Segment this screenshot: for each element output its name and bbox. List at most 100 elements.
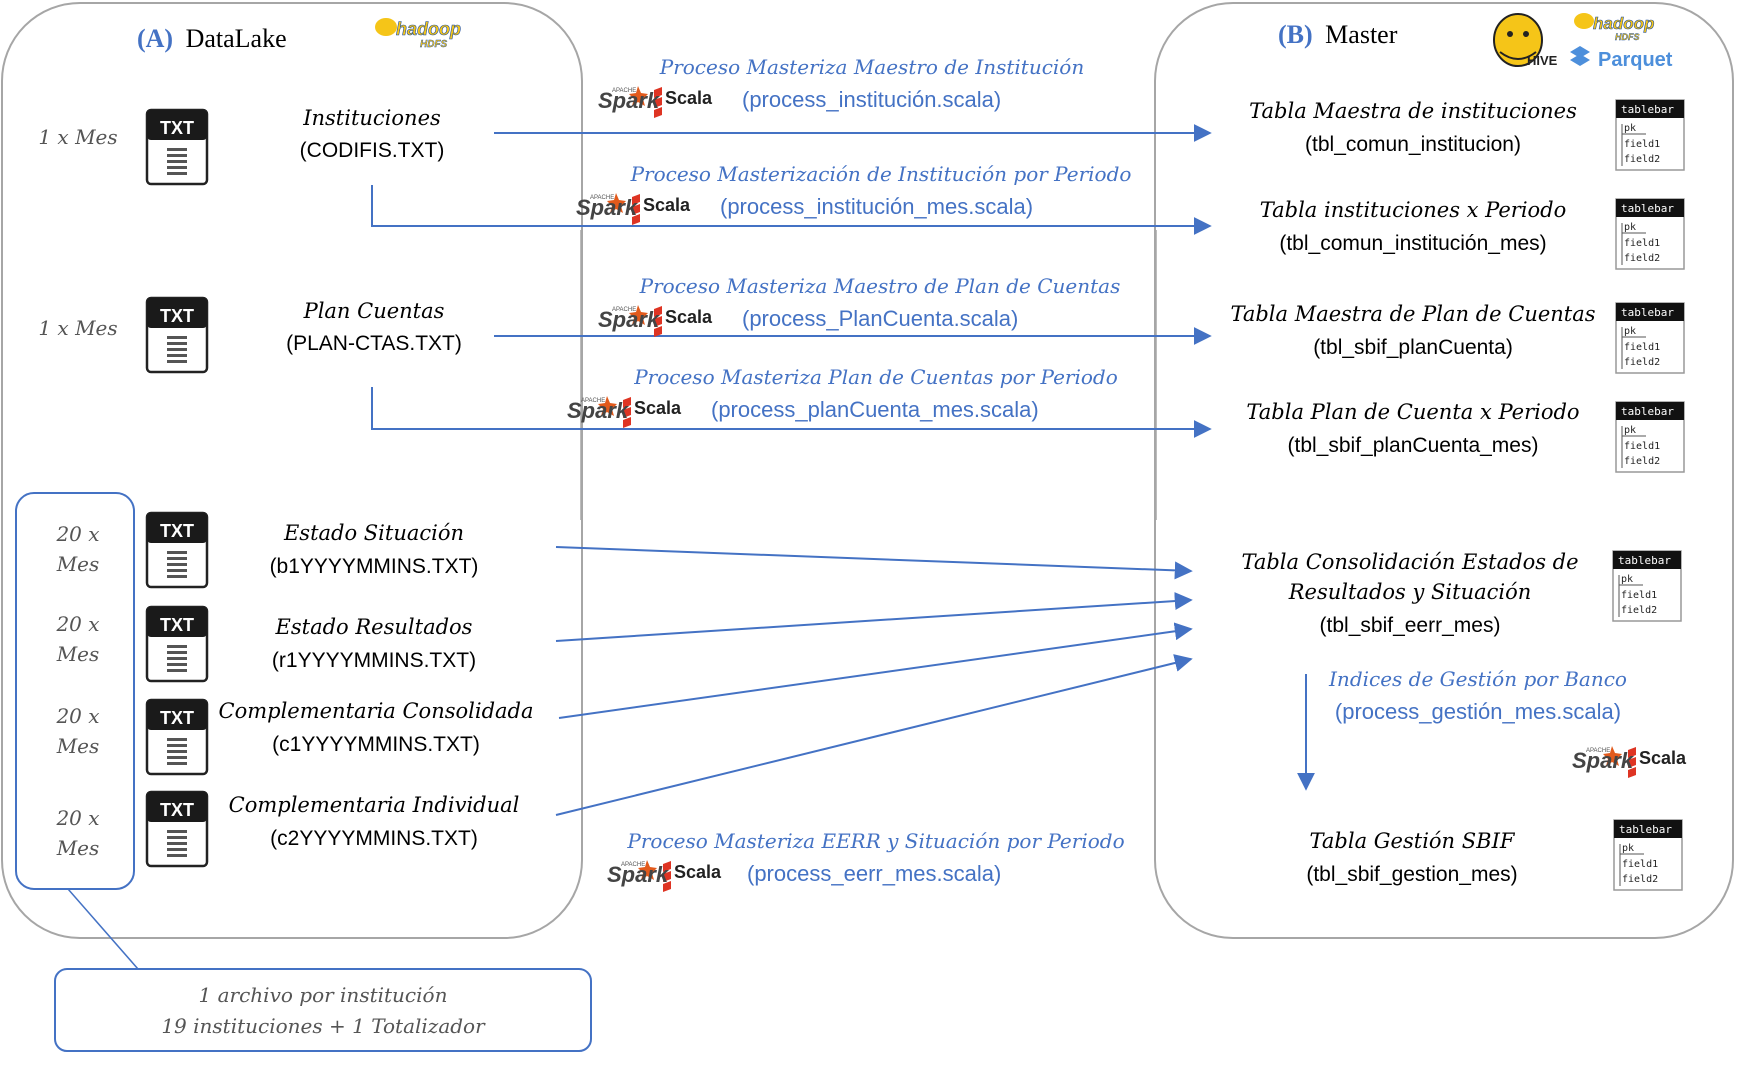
- arrow-complementaria-consolidada: [558, 622, 1193, 719]
- process-label: Proceso Masteriza EERR y Situación por P…: [607, 829, 1125, 892]
- master-name: Master: [1325, 20, 1398, 49]
- table-icon-header: tablebar: [1621, 306, 1674, 319]
- source-name: Instituciones: [302, 106, 441, 130]
- txt-icon-label: TXT: [160, 118, 194, 138]
- table-name: (tbl_comun_institucion): [1305, 133, 1521, 156]
- table-icon-header: tablebar: [1621, 103, 1674, 116]
- apache-text: APACHE: [612, 307, 636, 313]
- table-icon-field1: field1: [1624, 342, 1660, 353]
- process-script: (process_PlanCuenta.scala): [742, 306, 1018, 331]
- txt-icon-label: TXT: [160, 800, 194, 820]
- source-name: Complementaria Consolidada: [219, 699, 534, 723]
- source-row: 1 x Mes TXT Plan Cuentas (PLAN-CTAS.TXT): [38, 296, 462, 374]
- source-name: Estado Situación: [283, 521, 464, 545]
- process-title: Proceso Masteriza EERR y Situación por P…: [626, 829, 1124, 853]
- table-icon-pk: pk: [1622, 843, 1634, 854]
- table-icon: tablebar pk field1 field2: [1615, 401, 1685, 473]
- process-title: Proceso Masteriza Maestro de Institución: [659, 55, 1084, 79]
- frequency-label: Mes: [56, 734, 100, 758]
- scala-text: Scala: [665, 307, 713, 327]
- arrow-complementaria-individual: [555, 654, 1193, 816]
- source-row: 20 x Mes TXT Complementaria Individual (…: [55, 790, 520, 868]
- spark-text: Spark: [607, 862, 670, 887]
- process-script: (process_planCuenta_mes.scala): [711, 397, 1039, 422]
- table-icon-field2: field2: [1624, 357, 1660, 368]
- frequency-label: Mes: [56, 836, 100, 860]
- datalake-panel: [1, 2, 583, 939]
- spark-scala-logo: APACHE Spark Scala: [567, 396, 682, 428]
- note-line-1: 1 archivo por institución: [199, 983, 448, 1007]
- txt-icon-label: TXT: [160, 615, 194, 635]
- process-label: Proceso Masteriza Maestro de Institución…: [598, 55, 1084, 118]
- arrow-plan-cuentas-mes: [371, 387, 1212, 438]
- scala-text: Scala: [674, 862, 722, 882]
- note-box: [54, 968, 592, 1052]
- master-table: Tabla Maestra de instituciones (tbl_comu…: [1249, 99, 1685, 171]
- frequency-label: Mes: [56, 642, 100, 666]
- master-panel: [1154, 2, 1734, 939]
- master-table: Tabla Consolidación Estados de Resultado…: [1241, 550, 1682, 637]
- table-icon-header: tablebar: [1619, 823, 1672, 836]
- frequency-label: 20 x: [55, 522, 99, 546]
- datalake-letter: (A): [137, 24, 173, 53]
- table-icon-field1: field1: [1621, 590, 1657, 601]
- apache-text: APACHE: [621, 862, 645, 868]
- frequency-label: 20 x: [55, 704, 99, 728]
- frequency-label: Mes: [56, 552, 100, 576]
- table-icon-pk: pk: [1621, 574, 1633, 585]
- spark-scala-logo: APACHE Spark Scala: [576, 193, 691, 225]
- master-title: (B) Master: [1278, 20, 1398, 49]
- table-icon: tablebar pk field1 field2: [1615, 302, 1685, 374]
- flow-arrows: [371, 124, 1315, 816]
- process-label: Indices de Gestión por Banco (process_ge…: [1328, 667, 1687, 778]
- note-connector: [67, 888, 139, 970]
- source-file: (PLAN-CTAS.TXT): [286, 332, 462, 355]
- scala-text: Scala: [643, 195, 691, 215]
- datalake-title: (A) DataLake: [137, 24, 287, 53]
- table-name: (tbl_sbif_planCuenta_mes): [1288, 434, 1539, 457]
- master-table: Tabla Maestra de Plan de Cuentas (tbl_sb…: [1230, 302, 1685, 374]
- source-name: Plan Cuentas: [303, 299, 445, 323]
- source-file: (b1YYYYMMINS.TXT): [270, 555, 479, 578]
- spark-text: Spark: [567, 398, 630, 423]
- frequency-label: 20 x: [55, 612, 99, 636]
- process-label: Proceso Masteriza Maestro de Plan de Cue…: [598, 274, 1120, 337]
- source-file: (c1YYYYMMINS.TXT): [272, 733, 480, 756]
- table-icon: tablebar pk field1 field2: [1613, 819, 1683, 891]
- datalake-name: DataLake: [186, 24, 287, 53]
- table-title: Tabla Maestra de Plan de Cuentas: [1230, 302, 1595, 326]
- scala-text: Scala: [1639, 748, 1687, 768]
- txt-icon-label: TXT: [160, 708, 194, 728]
- source-name: Estado Resultados: [275, 615, 473, 639]
- txt-icon-label: TXT: [160, 521, 194, 541]
- source-row: 20 x Mes TXT Estado Situación (b1YYYYMMI…: [55, 511, 479, 589]
- scala-text: Scala: [634, 398, 682, 418]
- spark-text: Spark: [576, 195, 639, 220]
- spark-scala-logo: APACHE Spark Scala: [598, 86, 713, 118]
- table-icon-field2: field2: [1624, 456, 1660, 467]
- table-title: Tabla Maestra de instituciones: [1249, 99, 1577, 123]
- table-icon: tablebar pk field1 field2: [1615, 198, 1685, 270]
- table-icon: tablebar pk field1 field2: [1612, 550, 1682, 622]
- apache-text: APACHE: [581, 398, 605, 404]
- table-icon-field2: field2: [1624, 253, 1660, 264]
- table-icon-pk: pk: [1624, 425, 1636, 436]
- spark-text: Spark: [1572, 748, 1635, 773]
- table-icon-pk: pk: [1624, 326, 1636, 337]
- master-table: Tabla Gestión SBIF (tbl_sbif_gestion_mes…: [1306, 819, 1683, 891]
- source-row: 20 x Mes TXT Complementaria Consolidada …: [55, 698, 534, 776]
- process-label: Proceso Masteriza Plan de Cuentas por Pe…: [567, 365, 1118, 428]
- apache-text: APACHE: [612, 88, 636, 94]
- table-icon-pk: pk: [1624, 123, 1636, 134]
- table-icon-header: tablebar: [1621, 202, 1674, 215]
- table-title: Resultados y Situación: [1288, 580, 1532, 604]
- source-name: Complementaria Individual: [229, 793, 520, 817]
- process-script: (process_institución.scala): [742, 87, 1001, 112]
- apache-text: APACHE: [1586, 748, 1610, 754]
- hadoop-hdfs-logo-master: hadoop HDFS: [1574, 13, 1655, 42]
- table-name: (tbl_sbif_eerr_mes): [1320, 614, 1501, 637]
- note-line-2: 19 instituciones + 1 Totalizador: [161, 1014, 486, 1038]
- parquet-logo: Parquet: [1570, 46, 1673, 71]
- process-script: (process_eerr_mes.scala): [747, 861, 1001, 886]
- spark-text: Spark: [598, 307, 661, 332]
